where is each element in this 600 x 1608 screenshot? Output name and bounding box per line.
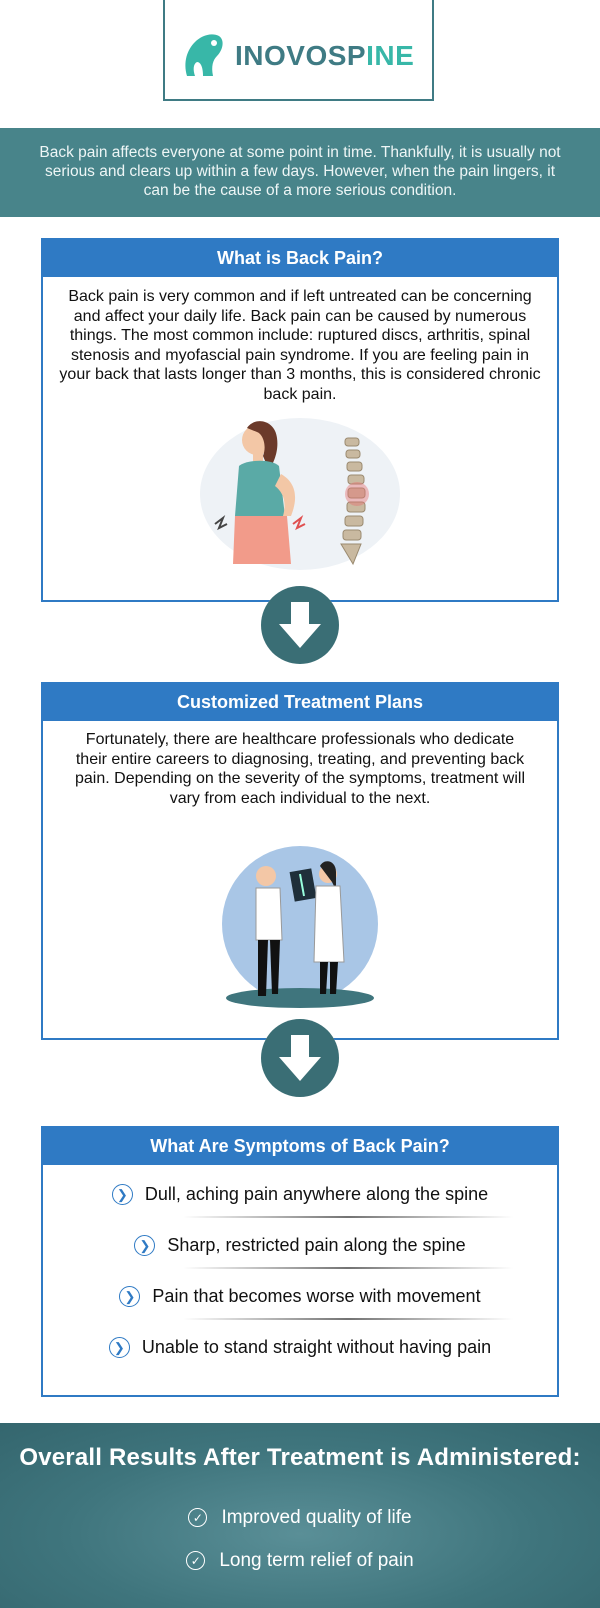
results-list: ✓ Improved quality of life ✓ Long term r… [0,1496,600,1582]
back-pain-illustration [200,418,400,570]
section-title: Customized Treatment Plans [43,684,557,721]
spine-logo-icon [185,34,223,76]
divider [183,1267,513,1269]
results-title: Overall Results After Treatment is Admin… [19,1444,581,1471]
divider [183,1318,513,1320]
down-arrow-icon [261,1019,339,1097]
down-arrow-icon [261,586,339,664]
chevron-right-icon: ❯ [119,1285,141,1307]
brand-name: INOVOSPINE [235,40,415,71]
section-title: What is Back Pain? [43,240,557,277]
symptoms-list: ❯Dull, aching pain anywhere along the sp… [43,1165,557,1383]
list-item: ❯Dull, aching pain anywhere along the sp… [43,1179,557,1230]
list-item: ✓ Improved quality of life [0,1496,600,1539]
chevron-right-icon: ❯ [134,1234,156,1256]
section-body: Fortunately, there are healthcare profes… [75,731,525,807]
back-pain-card: What is Back Pain? Back pain is very com… [41,238,559,602]
list-item: ✓ Long term relief of pain [0,1539,600,1582]
treatment-plans-card: Customized Treatment Plans Fortunately, … [41,682,559,1040]
intro-text: Back pain affects everyone at some point… [39,144,561,199]
results-section: Overall Results After Treatment is Admin… [0,1423,600,1608]
symptoms-card: What Are Symptoms of Back Pain? ❯Dull, a… [41,1126,559,1397]
doctor-consultation-illustration [222,846,378,1008]
chevron-right-icon: ❯ [111,1183,133,1205]
check-circle-icon: ✓ [188,1508,208,1527]
section-body: Back pain is very common and if left unt… [59,288,541,403]
intro-banner: Back pain affects everyone at some point… [0,128,600,217]
check-circle-icon: ✓ [186,1551,206,1570]
list-item: ❯Sharp, restricted pain along the spine [43,1230,557,1281]
chevron-right-icon: ❯ [108,1336,130,1358]
section-title: What Are Symptoms of Back Pain? [43,1128,557,1165]
divider [183,1216,513,1218]
list-item: ❯Unable to stand straight without having… [43,1332,557,1383]
logo: INOVOSPINE [163,0,434,101]
list-item: ❯Pain that becomes worse with movement [43,1281,557,1332]
